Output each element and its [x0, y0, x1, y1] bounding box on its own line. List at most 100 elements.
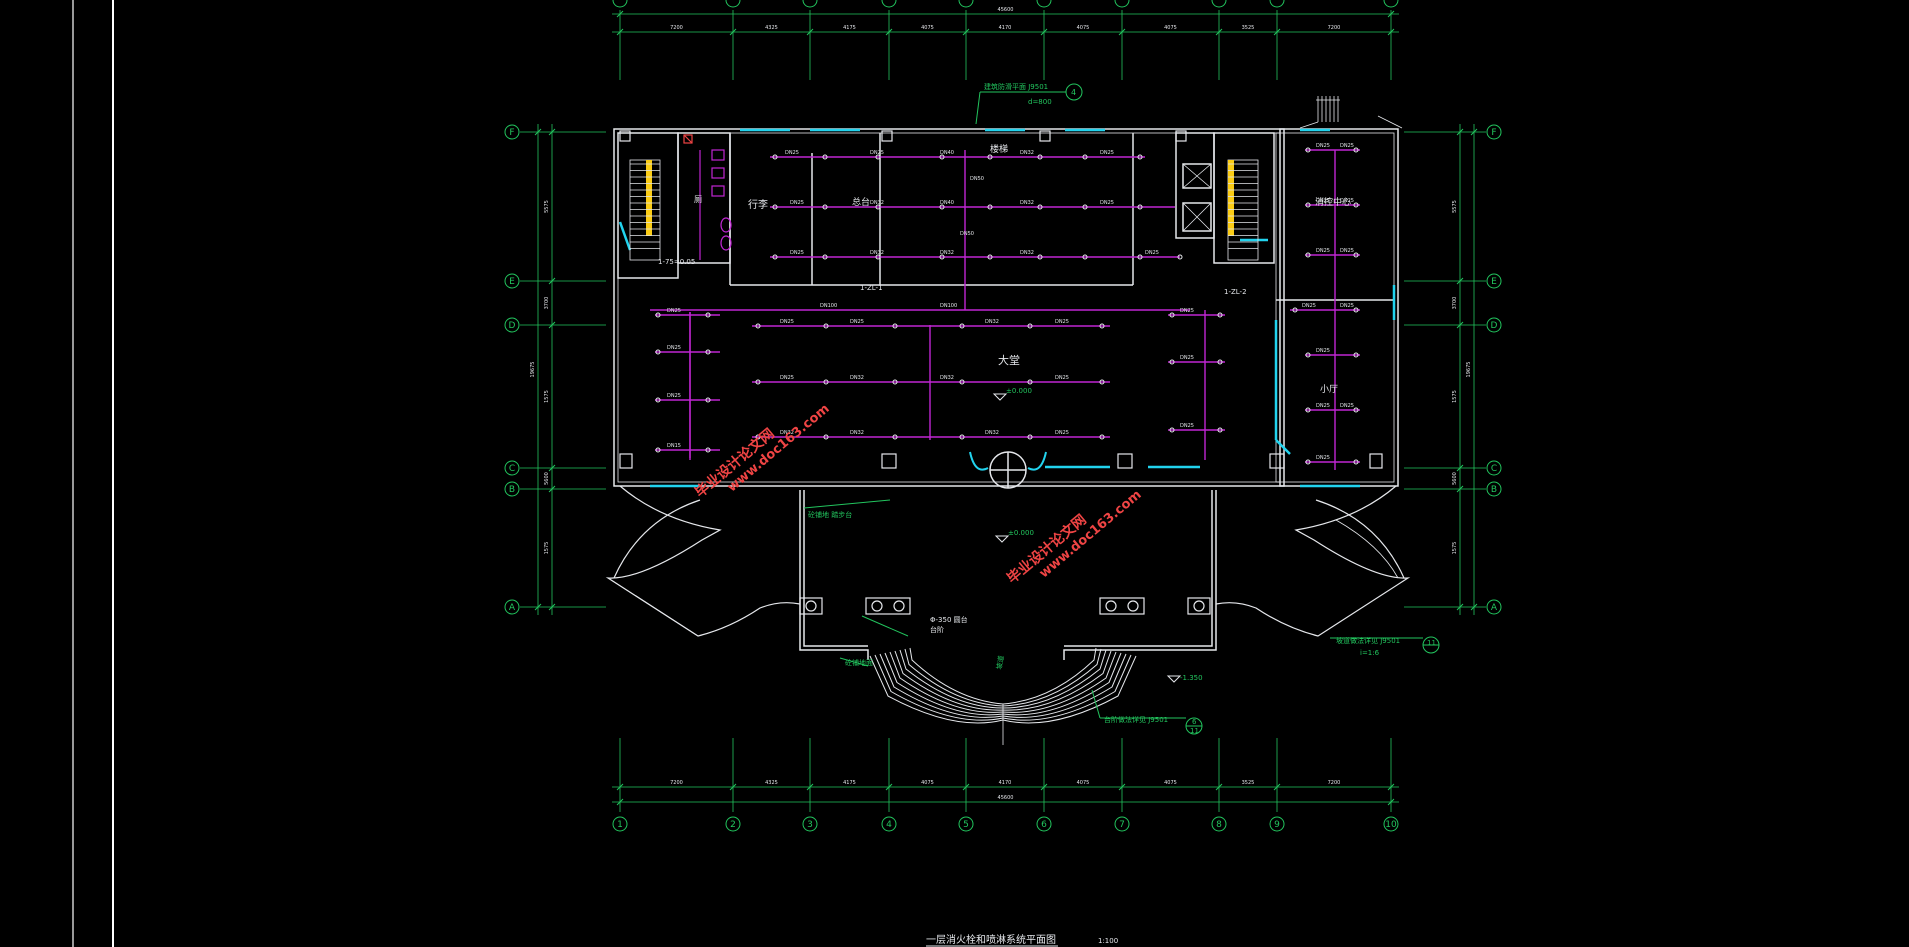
sprinkler-head	[772, 254, 778, 260]
sprinkler-head	[1292, 307, 1298, 313]
axis-bubble-row-left	[504, 317, 520, 333]
sprinkler-head	[705, 447, 711, 453]
revolving-door-symbol	[969, 451, 1047, 489]
pipe-size-label: DN25	[850, 319, 864, 325]
note-ramp-right: 坡道做法详见 J9501	[1336, 636, 1400, 645]
dim-tick	[534, 603, 542, 611]
dim-total: 19675	[530, 362, 536, 378]
dim-value: 3700	[1452, 297, 1458, 310]
sprinkler-head	[1082, 154, 1088, 160]
axis-bubble-col-top	[1269, 0, 1285, 8]
sprinkler-head	[1027, 323, 1033, 329]
axis-bubble-col-bottom	[612, 816, 628, 832]
dim-tick	[548, 128, 556, 136]
axis-bubble-row-left	[504, 481, 520, 497]
pipe-size-label: DN25	[1316, 348, 1330, 354]
sprinkler-head	[939, 204, 945, 210]
dim-value: 3525	[1242, 780, 1255, 786]
note-zp: 1-ZL-1	[860, 284, 883, 292]
pipe-size-label: DN25	[1100, 150, 1114, 156]
axis-bubble-row-left	[504, 124, 520, 140]
axis-bubble-col-bottom	[1383, 816, 1399, 832]
pipe-size-label: DN32	[1020, 250, 1034, 256]
pipe-size-label: DN25	[1316, 455, 1330, 461]
pipe-size-label: DN100	[820, 303, 837, 309]
pipe-size-label: DN25	[667, 308, 681, 314]
dim-tick	[885, 783, 893, 791]
pipe-size-label: DN100	[940, 303, 957, 309]
sprinkler-head	[1082, 254, 1088, 260]
sprinkler-head	[892, 379, 898, 385]
toilet-fixtures	[683, 134, 732, 260]
pipe-size-label: DN32	[850, 430, 864, 436]
axis-bubble-row-left	[504, 599, 520, 615]
sprinkler-head	[1217, 312, 1223, 318]
sprinkler-head	[1353, 202, 1359, 208]
level-markers	[992, 393, 1182, 683]
dim-tick	[548, 485, 556, 493]
dim-value: 7200	[1328, 780, 1341, 786]
pipe-size-label: DN25	[870, 150, 884, 156]
dim-value: 4075	[921, 780, 934, 786]
axis-label-col: 4	[886, 820, 892, 830]
pipe-size-label: DN25	[1145, 250, 1159, 256]
axis-bubble-col-top	[1036, 0, 1052, 8]
axis-bubble-col-bottom	[1269, 816, 1285, 832]
dim-tick	[962, 783, 970, 791]
front-fan-steps	[869, 647, 1137, 745]
dim-tick	[1456, 485, 1464, 493]
pipe-size-label: DN25	[1055, 319, 1069, 325]
sprinkler-head	[1082, 204, 1088, 210]
note-detail-bottom-num: 6	[1192, 718, 1197, 726]
stair-left	[629, 159, 661, 261]
axis-label-row-left: B	[509, 485, 515, 495]
dim-value: 3525	[1242, 25, 1255, 31]
axis-label-row-right: F	[1491, 128, 1496, 138]
sprinkler-head	[939, 254, 945, 260]
dim-tick	[1456, 277, 1464, 285]
sprinkler-head	[1099, 379, 1105, 385]
dim-tick	[1387, 798, 1395, 806]
axis-label-row-left: F	[509, 128, 514, 138]
note-top-sub: d=800	[1028, 98, 1052, 106]
dim-tick	[1387, 783, 1395, 791]
axis-bubble-col-bottom	[958, 816, 974, 832]
sprinkler-head	[822, 204, 828, 210]
axis-bubble-col-top	[802, 0, 818, 8]
dim-tick	[962, 28, 970, 36]
plan-title: 一层消火栓和喷淋系统平面图	[926, 933, 1056, 946]
sprinkler-head	[1137, 154, 1143, 160]
dim-tick	[548, 603, 556, 611]
dim-value: 1575	[544, 390, 550, 403]
axis-bubble-col-top	[958, 0, 974, 8]
dim-tick	[1456, 464, 1464, 472]
sprinkler-head	[822, 254, 828, 260]
sprinkler-head	[823, 323, 829, 329]
axis-label-row-right: D	[1491, 321, 1498, 331]
pipe-size-label: DN25	[1340, 248, 1354, 254]
axis-label-col: 3	[807, 820, 813, 830]
sprinkler-head	[755, 379, 761, 385]
sprinkler-head	[822, 154, 828, 160]
sprinkler-head	[987, 254, 993, 260]
dim-total: 45600	[998, 7, 1014, 13]
axis-bubble-col-bottom	[1211, 816, 1227, 832]
sprinkler-head	[1027, 434, 1033, 440]
dim-tick	[1215, 783, 1223, 791]
sprinkler-head	[1353, 252, 1359, 258]
pipe-size-label: DN25	[1055, 430, 1069, 436]
dim-value: 4175	[843, 25, 856, 31]
dim-value: 7200	[670, 780, 683, 786]
axis-bubble-col-top	[881, 0, 897, 8]
pipe-size-label: DN25	[667, 393, 681, 399]
sprinkler-head	[655, 397, 661, 403]
pipe-size-label: DN32	[1020, 200, 1034, 206]
sprinkler-head	[987, 154, 993, 160]
axis-label-row-right: B	[1491, 485, 1497, 495]
sprinkler-head	[987, 204, 993, 210]
dim-tick	[1040, 783, 1048, 791]
pipe-size-label: DN25	[1100, 200, 1114, 206]
pipe-size-label: DN25	[1316, 248, 1330, 254]
